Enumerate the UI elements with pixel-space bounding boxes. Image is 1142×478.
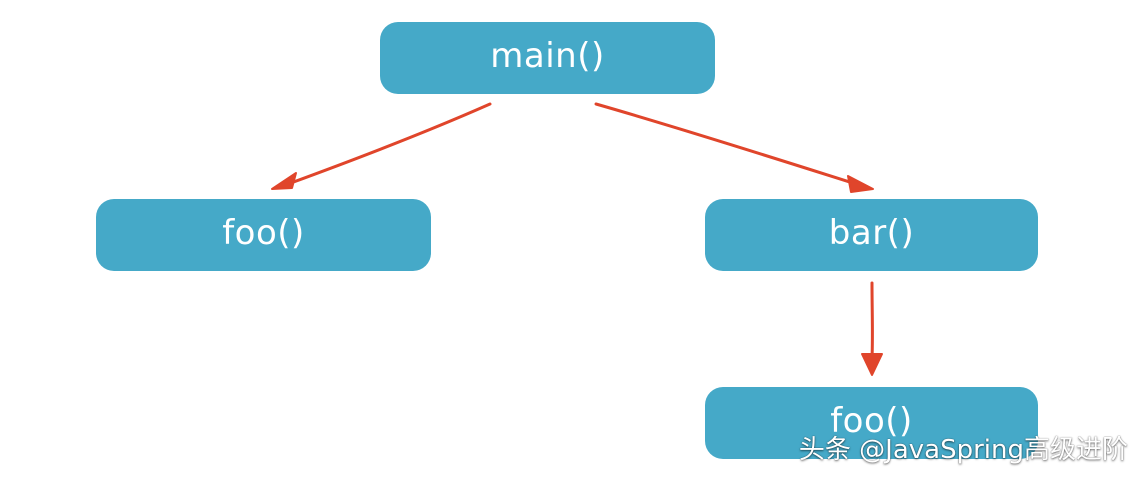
arrow-main-to-bar (594, 102, 874, 193)
node-main-function: main() (380, 22, 715, 94)
node-foo-label: foo() (222, 213, 305, 253)
node-foo-function: foo() (96, 199, 431, 271)
arrow-main-to-foo (271, 102, 492, 190)
watermark: 头条 @JavaSpring高级进阶 (798, 435, 1128, 465)
node-foo-nested-function: foo() (705, 387, 1038, 459)
node-foo-nested-label: foo() (830, 401, 913, 441)
arrow-bar-to-foo (861, 281, 883, 376)
node-bar-function: bar() (705, 199, 1038, 271)
node-bar-label: bar() (828, 213, 915, 253)
node-main-label: main() (490, 36, 605, 76)
